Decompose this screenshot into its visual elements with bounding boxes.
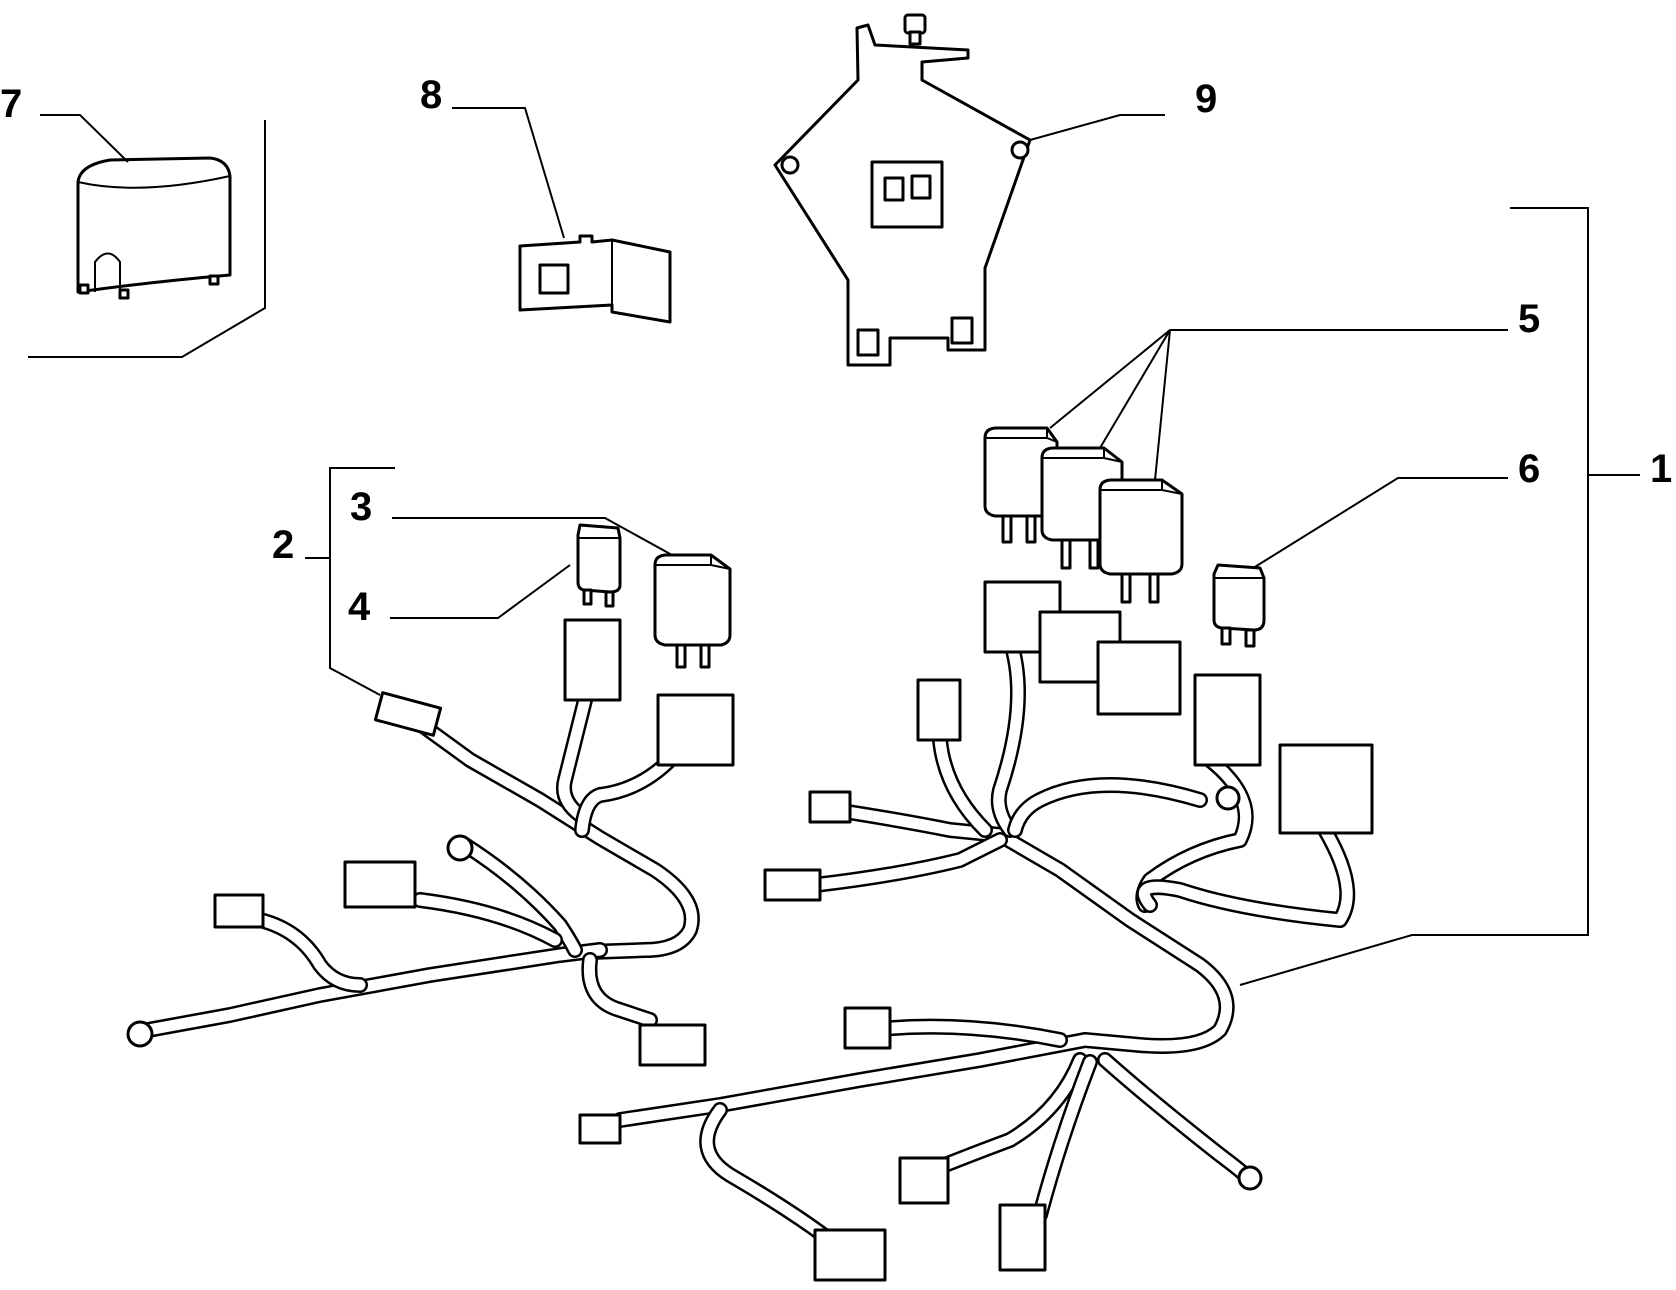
part-6-fuse xyxy=(1212,563,1266,648)
bracket-2 xyxy=(329,467,395,696)
part-3-relay xyxy=(653,553,732,669)
callout-2: 2 xyxy=(272,523,294,567)
part-7-relay-cover xyxy=(76,156,232,300)
harness-left xyxy=(140,692,700,1038)
leader-3 xyxy=(392,517,673,556)
part-8-bracket xyxy=(518,234,672,324)
callout-4: 4 xyxy=(348,585,371,629)
leader-9 xyxy=(1029,114,1165,141)
part-9-mounting-plate xyxy=(773,13,1032,367)
callout-7: 7 xyxy=(0,82,22,126)
callout-3: 3 xyxy=(350,485,372,529)
harness-left-connectors xyxy=(126,618,735,1067)
harness-right-connectors xyxy=(578,580,1374,1282)
leader-4 xyxy=(390,564,571,619)
bracket-1 xyxy=(1239,207,1589,986)
callout-1: 1 xyxy=(1650,447,1672,491)
bracket-7 xyxy=(28,120,266,358)
leader-8 xyxy=(452,107,565,239)
callout-6: 6 xyxy=(1518,447,1540,491)
callout-8: 8 xyxy=(420,73,442,117)
leader-6 xyxy=(1249,477,1508,571)
leader-7 xyxy=(40,114,129,163)
callout-5: 5 xyxy=(1518,297,1540,341)
leader-5 xyxy=(1049,329,1508,481)
part-5-relays xyxy=(983,426,1184,604)
callout-9: 9 xyxy=(1195,77,1217,121)
part-4-fuse xyxy=(576,523,622,608)
